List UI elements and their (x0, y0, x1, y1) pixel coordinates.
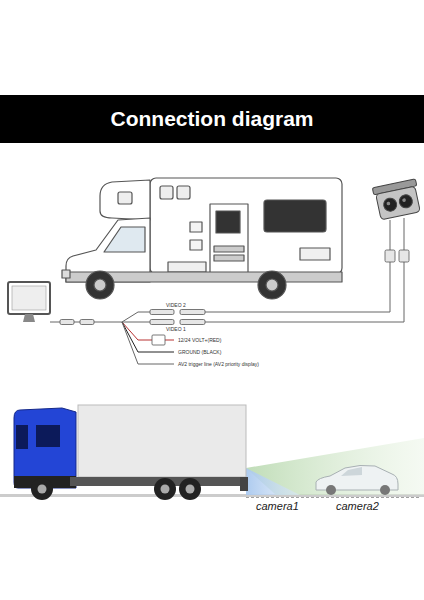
bumper (62, 270, 70, 278)
camera-label: camera2 (336, 500, 379, 513)
wheel (86, 271, 114, 299)
rv-door (210, 204, 248, 274)
diagram-title: Connection diagram (0, 95, 424, 143)
cab-window (36, 425, 60, 447)
camera-lens (382, 197, 397, 212)
wheel (258, 271, 286, 299)
cab-window (104, 227, 145, 252)
rv-window (264, 200, 326, 232)
connector (399, 250, 409, 262)
wiring (50, 218, 404, 364)
hatch (168, 262, 206, 272)
connector (80, 320, 94, 325)
wheel (31, 478, 53, 500)
wire-label: AV2 trigger line (AV2 priority display) (178, 361, 259, 367)
connector (385, 250, 395, 262)
camera-label: camera1 (256, 500, 299, 513)
motorhome (62, 178, 342, 299)
rv-body (150, 178, 342, 274)
connector (150, 320, 174, 325)
door-vent (214, 255, 244, 261)
connector (60, 320, 74, 325)
truck-box (78, 405, 246, 477)
hub (266, 279, 278, 291)
car-window (341, 467, 362, 476)
monitor (8, 282, 50, 322)
door-vent (214, 246, 244, 252)
lens-glint (402, 198, 406, 202)
door-window (216, 211, 240, 233)
lens-glint (386, 201, 390, 205)
wire-label: GROUND (BLACK) (178, 349, 221, 355)
monitor-stand (23, 314, 35, 322)
signal-label: VIDEO 2 (166, 302, 186, 308)
title-bar (0, 95, 424, 143)
vent (190, 222, 202, 232)
hub (94, 279, 106, 291)
rv-overcab (100, 180, 150, 220)
connector (150, 310, 174, 315)
wire-label: 12/24 VOLT+(RED) (178, 337, 221, 343)
video2-cable (205, 262, 390, 312)
windshield (16, 425, 28, 449)
rear-bumper (240, 477, 248, 491)
overcab-window (118, 192, 132, 204)
car-wheel (380, 485, 390, 495)
connectors (60, 250, 409, 345)
truck-cab (14, 408, 76, 488)
vent (190, 240, 202, 250)
camera-lens (398, 194, 413, 209)
camera (372, 179, 422, 220)
hatch (300, 248, 330, 260)
camera-cable (390, 220, 391, 250)
hub (186, 485, 195, 494)
fuse-box (152, 335, 165, 345)
camera-housing (376, 186, 421, 220)
connector (180, 320, 205, 325)
camera2-view (246, 438, 424, 495)
video1-cable (205, 262, 404, 322)
wheel (179, 478, 201, 500)
car (316, 465, 398, 495)
range-line (246, 497, 420, 498)
signal-label: VIDEO 1 (166, 326, 186, 332)
hub (161, 485, 170, 494)
monitor-screen (12, 286, 46, 310)
fan-wire (122, 312, 150, 322)
roof-window (160, 186, 173, 199)
monitor-frame (8, 282, 50, 314)
camera-cable (404, 218, 405, 250)
car-wheel (326, 485, 336, 495)
fan-wire (122, 322, 150, 323)
camera1-view (246, 468, 300, 495)
roof-window (177, 186, 190, 199)
connector (180, 310, 205, 315)
truck (14, 405, 248, 500)
hub (38, 485, 47, 494)
wheel (154, 478, 176, 500)
